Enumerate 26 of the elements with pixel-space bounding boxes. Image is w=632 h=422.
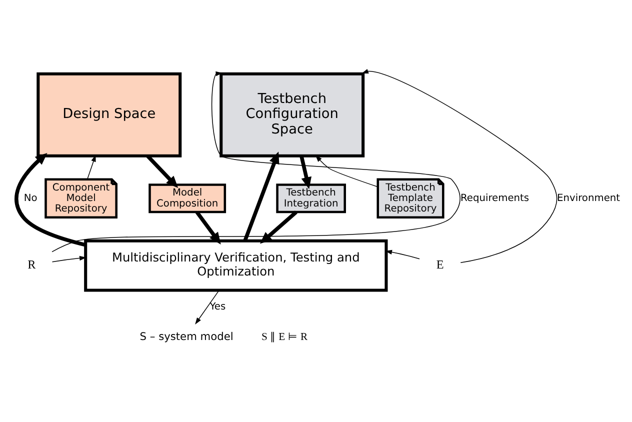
label: S ∥ E ⊨ R [261, 332, 308, 344]
arrow [86, 154, 96, 180]
arrow [52, 71, 460, 252]
arrow [52, 256, 86, 262]
node-text: S – system model [140, 330, 234, 344]
arrow [260, 210, 298, 244]
edge-label: Requirements [460, 192, 530, 204]
node-box: Multidisciplinary Verification, Testing and Optimization [84, 239, 388, 292]
arrow [195, 290, 220, 324]
node-box: Testbench Integration [276, 184, 346, 214]
node-box: Design Space [36, 72, 182, 158]
arrow [362, 68, 558, 263]
node-text: E [436, 257, 444, 272]
node-text: R [28, 257, 36, 272]
arrow [146, 154, 178, 188]
edge-label: No [24, 192, 38, 204]
arrow [195, 210, 221, 244]
arrow [315, 155, 378, 188]
arrow [300, 155, 312, 190]
arrow [385, 250, 420, 260]
edge-label: Environment [557, 192, 620, 204]
edge-label: Yes [210, 302, 226, 313]
node-box: Testbench Configuration Space [220, 72, 365, 158]
arrow [243, 152, 280, 242]
arrow [14, 152, 86, 247]
node-box: Model Composition [148, 184, 226, 214]
